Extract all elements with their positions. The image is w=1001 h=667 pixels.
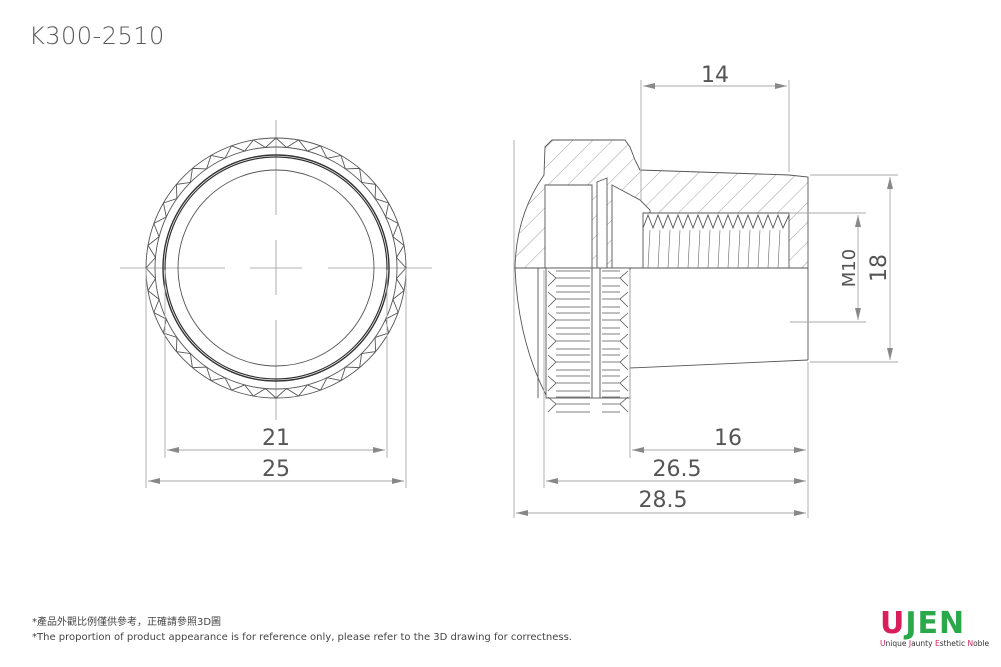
dim-m10: M10	[839, 249, 860, 287]
disclaimer-notes: *產品外觀比例僅供參考，正確請參照3D圖 *The proportion of …	[32, 615, 572, 645]
note-english: *The proportion of product appearance is…	[32, 632, 572, 643]
logo-tagline: Unique Jaunty Esthetic Noble	[880, 639, 990, 648]
side-view	[514, 139, 820, 413]
logo-wordmark: UJEN	[880, 606, 966, 641]
dim-25: 25	[262, 457, 290, 482]
dim-18: 18	[867, 254, 892, 282]
ujen-logo: UJEN Unique Jaunty Esthetic Noble	[880, 606, 990, 649]
note-chinese: *產品外觀比例僅供參考，正確請參照3D圖	[32, 617, 222, 628]
front-dimensions	[145, 268, 407, 488]
part-number-title: K300-2510	[29, 22, 165, 50]
side-dimensions	[513, 80, 898, 518]
front-view	[120, 120, 432, 420]
dim-28-5: 28.5	[639, 488, 688, 513]
dim-21: 21	[262, 426, 290, 451]
dim-16: 16	[714, 426, 742, 451]
dim-14: 14	[701, 63, 729, 88]
dim-26-5: 26.5	[653, 457, 702, 482]
